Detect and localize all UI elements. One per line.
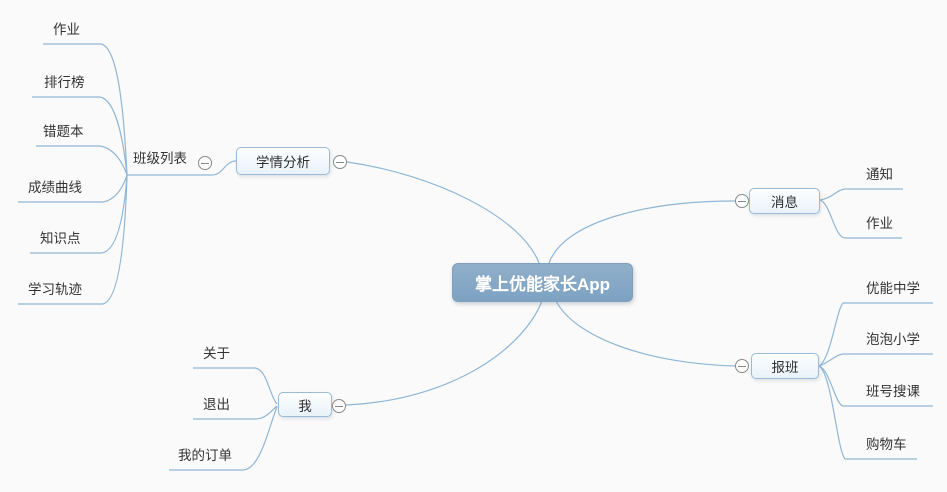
leaf-about[interactable]: 关于 [203,346,230,361]
leaf-cart[interactable]: 购物车 [866,437,907,452]
edge-leaf-knowledge-points [30,174,128,254]
edge-leaf-homework [43,43,128,176]
edge-study-analysis-class-list [211,160,237,176]
edge-central-messages [548,200,736,264]
leaf-class-search[interactable]: 班号搜课 [866,384,920,399]
topic-enroll[interactable]: 报班 [751,353,819,379]
topic-messages[interactable]: 消息 [749,188,820,214]
central-topic[interactable]: 掌上优能家长App [452,263,633,302]
edge-leaf-notice [819,188,903,201]
leaf-homework-msg[interactable]: 作业 [866,216,893,231]
collapse-icon[interactable] [735,359,749,373]
edge-leaf-score-curve [18,174,128,203]
edge-leaf-logout [193,405,278,420]
leaf-youneng-middle[interactable]: 优能中学 [866,281,920,296]
subtopic-class-list[interactable]: 班级列表 [133,151,187,166]
collapse-icon[interactable] [332,399,346,413]
leaf-knowledge-points[interactable]: 知识点 [40,231,81,246]
leaf-my-orders[interactable]: 我的订单 [178,448,232,463]
edge-leaf-paopao-primary [818,353,933,367]
edge-leaf-my-orders [169,406,278,471]
topic-me[interactable]: 我 [278,392,332,417]
leaf-notice[interactable]: 通知 [866,167,893,182]
edge-central-me [345,300,543,406]
edge-leaf-wrong-questions [36,145,128,176]
collapse-icon[interactable] [333,155,347,169]
edge-central-enroll [555,300,736,367]
edge-leaf-ranking [32,96,128,176]
leaf-score-curve[interactable]: 成绩曲线 [28,180,82,195]
edge-central-study-analysis [346,161,540,264]
collapse-icon[interactable] [735,194,749,208]
edge-leaf-youneng-middle [818,302,933,367]
leaf-homework[interactable]: 作业 [53,22,80,37]
edge-leaf-study-track [18,174,128,305]
edge-leaf-cart [818,365,917,460]
topic-study-analysis[interactable]: 学情分析 [236,147,330,175]
edge-leaf-homework-msg [819,199,902,239]
leaf-ranking[interactable]: 排行榜 [44,75,85,90]
leaf-wrong-questions[interactable]: 错题本 [43,124,84,139]
collapse-icon[interactable] [198,156,212,170]
leaf-study-track[interactable]: 学习轨迹 [28,282,82,297]
leaf-paopao-primary[interactable]: 泡泡小学 [866,332,920,347]
leaf-logout[interactable]: 退出 [203,397,230,412]
edge-leaf-about [193,367,278,405]
